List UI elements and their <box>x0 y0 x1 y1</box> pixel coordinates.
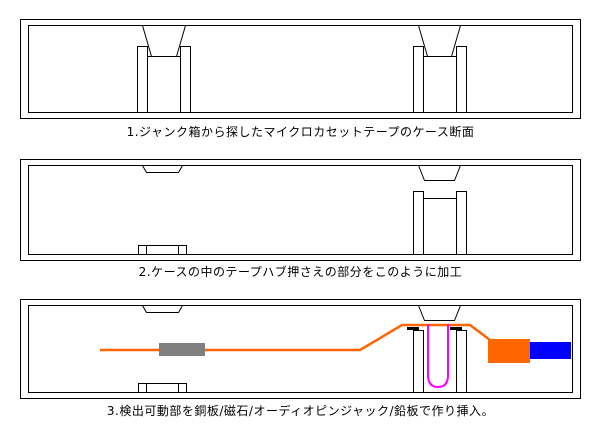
case-outer-wall <box>20 299 581 399</box>
caption-step-2: 2.ケースの中のテープハブ押さえの部分をこのように加工 <box>138 265 463 279</box>
lead-plate-left <box>407 327 419 330</box>
copper-wire <box>100 323 491 352</box>
hub-left-cut <box>138 165 187 255</box>
case-inner-wall <box>28 305 573 393</box>
case-inner-wall <box>28 25 573 113</box>
case-section-2 <box>20 159 581 261</box>
hub-left <box>137 25 191 113</box>
pin-jack-plug <box>530 342 571 359</box>
case-outer-wall <box>20 19 581 119</box>
copper-loop <box>427 324 449 389</box>
lead-plate-right <box>450 327 462 330</box>
case-inner-wall <box>28 165 573 255</box>
hub-right <box>413 305 467 393</box>
hub-left-cut <box>138 305 187 393</box>
case-section-3 <box>20 299 581 399</box>
pin-jack-body <box>488 339 530 363</box>
caption-step-1: 1.ジャンク箱から探したマイクロカセットテープのケース断面 <box>126 125 475 139</box>
magnet <box>159 343 205 356</box>
caption-step-3: 3.検出可動部を銅板/磁石/オーディオピンジャック/鉛板で作り挿入。 <box>106 404 495 418</box>
case-section-1 <box>20 19 581 119</box>
hub-right <box>413 165 467 255</box>
hub-right <box>413 25 467 113</box>
case-outer-wall <box>20 159 581 261</box>
